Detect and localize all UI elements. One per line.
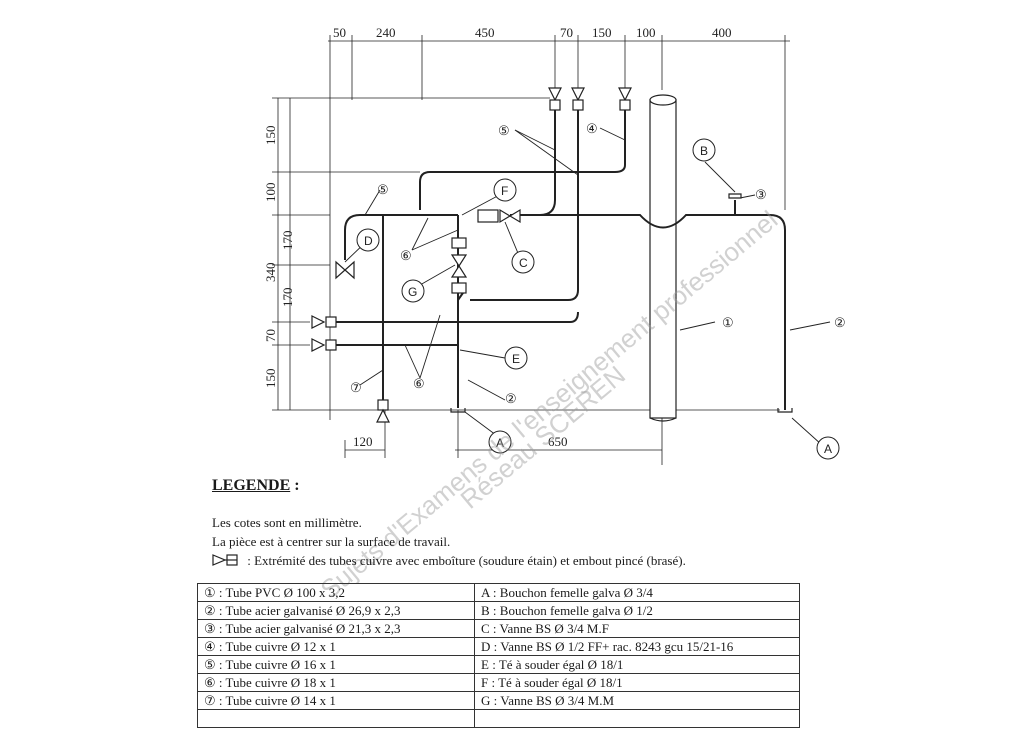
dim-top-450: 450 [475,25,495,40]
dim-bottom-650: 650 [548,434,568,449]
callout-6-lower: ⑥ [413,376,425,391]
callout-4: ④ [586,121,598,136]
dim-left-170-lower: 170 [280,288,295,308]
dim-top-150: 150 [592,25,612,40]
callout-7: ⑦ [350,380,362,395]
callout-E: E [512,352,520,366]
callout-A-right: A [824,442,832,456]
dim-left-70: 70 [263,329,278,342]
legend-right-cell: G : Vanne BS Ø 3/4 M.M [474,691,800,710]
callout-A-left: A [496,436,504,450]
note-tube-end: : Extrémité des tubes cuivre avec emboît… [212,553,686,569]
dim-left-100: 100 [263,183,278,203]
piping [330,110,786,410]
table-row: ⑤ : Tube cuivre Ø 16 x 1 E : Té à souder… [197,655,800,674]
legend-right-cell: F : Té à souder égal Ø 18/1 [474,673,800,692]
table-row: ⑥ : Tube cuivre Ø 18 x 1 F : Té à souder… [197,673,800,692]
fittings [311,87,793,423]
callout-6-upper: ⑥ [400,248,412,263]
dim-left-340: 340 [263,263,278,283]
dim-bottom-120: 120 [353,434,373,449]
dim-left-170-upper: 170 [280,231,295,251]
table-row: ① : Tube PVC Ø 100 x 3,2 A : Bouchon fem… [197,583,800,602]
legend-right-cell [474,709,800,728]
callout-C: C [519,256,528,270]
table-row: ④ : Tube cuivre Ø 12 x 1 D : Vanne BS Ø … [197,637,800,656]
dim-top-100: 100 [636,25,656,40]
dimension-values-bottom: 120 650 [353,434,568,449]
legend-right-cell: D : Vanne BS Ø 1/2 FF+ rac. 8243 gcu 15/… [474,637,800,656]
dim-top-70: 70 [560,25,573,40]
table-row: ⑦ : Tube cuivre Ø 14 x 1 G : Vanne BS Ø … [197,691,800,710]
legend-left-cell: ⑦ : Tube cuivre Ø 14 x 1 [197,691,475,710]
legend-right-cell: C : Vanne BS Ø 3/4 M.F [474,619,800,638]
dim-top-240: 240 [376,25,396,40]
legend-left-cell: ⑤ : Tube cuivre Ø 16 x 1 [197,655,475,674]
note-tube-end-text: : Extrémité des tubes cuivre avec emboît… [247,553,686,568]
callout-F: F [501,184,508,198]
legend-table: ① : Tube PVC Ø 100 x 3,2 A : Bouchon fem… [197,583,800,728]
legend-right-cell: E : Té à souder égal Ø 18/1 [474,655,800,674]
callout-circles [356,138,840,460]
dim-top-400: 400 [712,25,732,40]
table-row: ② : Tube acier galvanisé Ø 26,9 x 2,3 B … [197,601,800,620]
callout-B: B [700,144,708,158]
legend-title-text: LEGENDE [212,477,291,494]
dimension-values-top: 50 240 450 70 150 100 400 [333,25,732,40]
left-extension-lines [272,97,780,411]
legend-title-colon: : [290,477,300,494]
table-row: ③ : Tube acier galvanisé Ø 21,3 x 2,3 C … [197,619,800,638]
callout-D: D [364,234,373,248]
dimension-values-left: 150 100 170 340 170 70 150 [263,126,295,389]
callout-3: ③ [755,187,767,202]
dim-top-50: 50 [333,25,346,40]
table-row [197,709,800,728]
callout-1: ① [722,315,734,330]
legend-title: LEGENDE : [212,477,300,495]
legend-left-cell: ③ : Tube acier galvanisé Ø 21,3 x 2,3 [197,619,475,638]
dim-left-150-top: 150 [263,126,278,146]
piping-isometric-drawing: 50 240 450 70 150 100 400 150 100 170 34… [263,25,846,465]
legend-left-cell: ⑥ : Tube cuivre Ø 18 x 1 [197,673,475,692]
callout-5-top: ⑤ [498,123,510,138]
pvc-tube-1 [649,94,677,422]
legend-left-cell: ② : Tube acier galvanisé Ø 26,9 x 2,3 [197,601,475,620]
legend-left-cell [197,709,475,728]
legend-left-cell: ④ : Tube cuivre Ø 12 x 1 [197,637,475,656]
callout-G: G [408,285,417,299]
callout-labels: ⑤ ④ ⑤ ⑥ ⑥ ⑦ ③ ① ② ② B F D C G E A A [350,121,846,456]
top-extension-lines [328,35,790,420]
dim-left-150-bottom: 150 [263,369,278,389]
callout-2-bottom: ② [505,391,517,406]
legend-right-cell: A : Bouchon femelle galva Ø 3/4 [474,583,800,602]
note-center: La pièce est à centrer sur la surface de… [212,534,451,549]
legend-right-cell: B : Bouchon femelle galva Ø 1/2 [474,601,800,620]
tube-end-symbol-icon [212,554,238,566]
note-units: Les cotes sont en millimètre. [212,515,362,530]
callout-5-left: ⑤ [377,182,389,197]
legend-left-cell: ① : Tube PVC Ø 100 x 3,2 [197,583,475,602]
callout-2-right: ② [834,315,846,330]
